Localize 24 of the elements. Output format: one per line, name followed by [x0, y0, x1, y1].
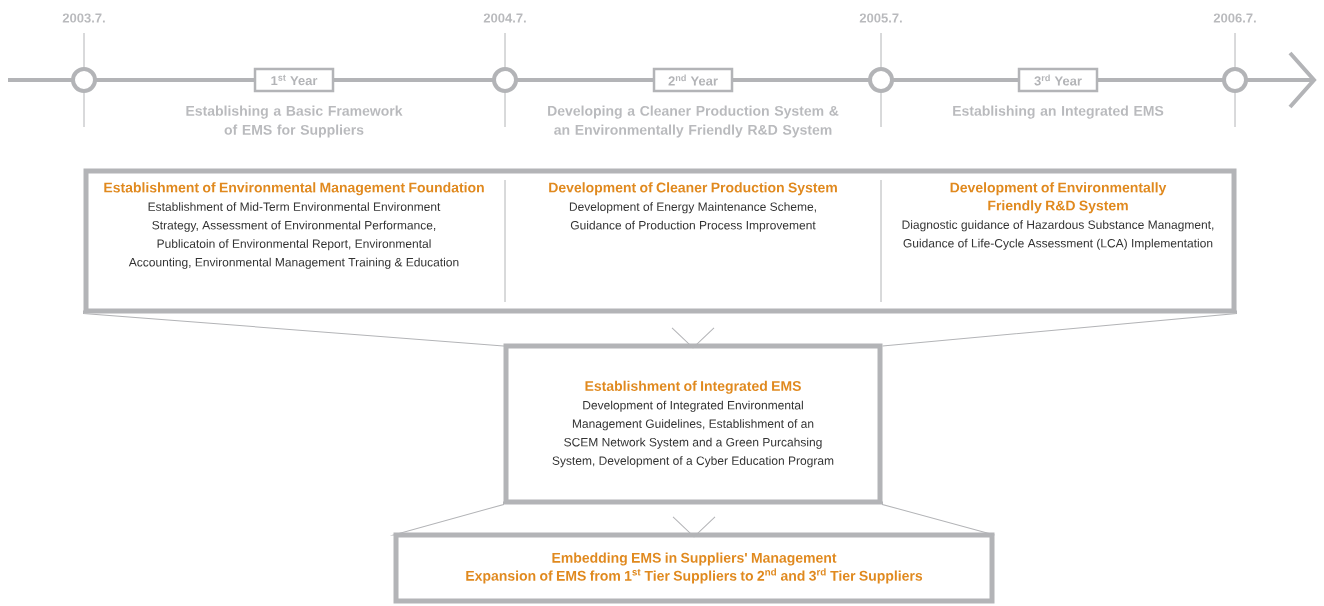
- panel-box: [83, 168, 1237, 314]
- section-heading: Establishment of Environmental Management Foundation: [104, 182, 484, 196]
- section-heading: Expansion of EMS from 1$^{st}$ Tier Suppliers to 2$^{nd}$ and 3$^{rd}$ Tier Suppliers: [466, 568, 923, 584]
- section-heading: Embedding EMS in Suppliers' Management: [552, 552, 837, 566]
- date-label: 2004.7.: [483, 13, 526, 23]
- year-box: 3$^{rd}$ Year: [1017, 67, 1099, 93]
- year-box: 1$^{st}$ Year: [253, 67, 335, 93]
- date-label: 2006.7.: [1213, 13, 1256, 23]
- stage-box: [393, 532, 995, 604]
- description-text: Establishment of Mid-Term Environmental Environment Strategy, Assessment of Environmental Performance, Publicatoin of Environmental Report, Environmental Accounting, Environmental Management Training & Education: [128, 202, 459, 269]
- year-box: 2$^{nd}$ Year: [652, 67, 734, 93]
- section-heading: Development of Environmentally Friendly R&D System: [950, 182, 1167, 214]
- description-text: Diagnostic guidance of Hazardous Substance Managment, Guidance of Life-Cycle Assessment (LCA) Implementation: [902, 220, 1214, 250]
- phase-caption: Establishing an Integrated EMS: [953, 105, 1164, 119]
- date-label: 2003.7.: [62, 13, 105, 23]
- phase-caption: Establishing a Basic Framework of EMS for Suppliers: [186, 105, 403, 138]
- description-text: Development of Integrated Environmental Management Guidelines, Establishment of an SCEM Network System and a Green Purcahsing System, Development of a Cyber Education Program: [552, 400, 834, 468]
- phase-caption: Developing a Cleaner Production System & an Environmentally Friendly R&D System: [548, 105, 839, 138]
- date-label: 2005.7.: [859, 13, 902, 23]
- stage-box: [503, 343, 883, 505]
- description-text: Development of Energy Maintenance Scheme, Guidance of Production Process Improvement: [569, 202, 816, 232]
- funnel-arrow: [83, 310, 1237, 349]
- section-heading: Development of Cleaner Production System: [549, 182, 837, 196]
- section-heading: Establishment of Integrated EMS: [585, 380, 801, 394]
